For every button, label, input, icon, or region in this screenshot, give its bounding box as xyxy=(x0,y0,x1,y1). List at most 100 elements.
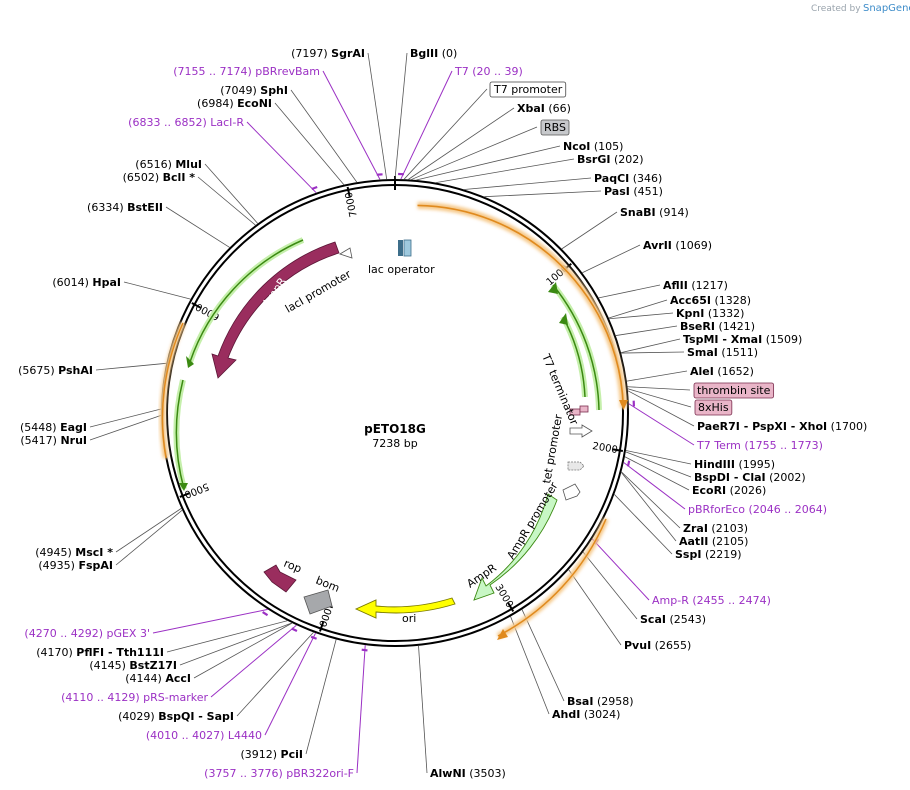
enzyme-label: PasI (451) xyxy=(604,185,663,198)
enzyme-name: HindIII xyxy=(694,458,735,471)
site-ncoi: NcoI (105) xyxy=(563,140,623,153)
enzyme-name: MscI * xyxy=(75,546,113,559)
site-box xyxy=(540,119,570,136)
tick-label: 7000 xyxy=(344,191,360,218)
enzyme-position: (2958) xyxy=(597,695,634,708)
backbone-outer xyxy=(161,179,629,647)
leader-line xyxy=(408,107,515,180)
enzyme-position: (3024) xyxy=(584,708,621,721)
enzyme-position: (4945) xyxy=(35,546,72,559)
site-box-label: thrombin site xyxy=(697,384,771,397)
orf-green-left-2 xyxy=(175,379,185,490)
enzyme-name: AleI xyxy=(690,365,714,378)
leader-line xyxy=(624,456,690,491)
enzyme-position: (1332) xyxy=(708,307,745,320)
orf-arrow-right xyxy=(417,204,625,408)
leader-line xyxy=(626,370,688,382)
site-bglii: BglII (0) xyxy=(410,47,457,60)
tick-label: 3000 xyxy=(492,582,514,609)
site-bcli: (6502) BclI * xyxy=(123,171,196,184)
leader-line xyxy=(625,451,692,478)
orf-green-left-2-head xyxy=(179,483,188,491)
leader-lines xyxy=(89,52,695,774)
site-box xyxy=(694,399,733,416)
leader-line xyxy=(621,471,681,529)
enzyme-name: AlwNI xyxy=(430,767,466,780)
site-pbrrevbam: (7155 .. 7174) pBRrevBam xyxy=(173,65,320,78)
site-kpni: KpnI (1332) xyxy=(676,307,744,320)
enzyme-position: (105) xyxy=(594,140,624,153)
site-pflfi-tth111i: (4170) PflFI - Tth111I xyxy=(36,646,164,659)
enzyme-name: FspAI xyxy=(78,559,113,572)
enzyme-name: AhdI xyxy=(552,708,580,721)
enzyme-label: PaeR7I - PspXI - XhoI (1700) xyxy=(697,420,867,433)
enzyme-position: (6334) xyxy=(87,201,124,214)
site-snabi: SnaBI (914) xyxy=(620,206,689,219)
site-bsai: BsaI (2958) xyxy=(567,695,634,708)
leader-line xyxy=(591,538,650,601)
enzyme-position: (7049) xyxy=(220,84,257,97)
enzyme-label: BglII (0) xyxy=(410,47,457,60)
leader-line xyxy=(123,281,191,300)
site-aatii: AatII (2105) xyxy=(679,535,748,548)
site-box-label: T7 promoter xyxy=(493,83,563,96)
enzyme-position: (2655) xyxy=(655,639,692,652)
site-mlui: (6516) MluI xyxy=(135,158,202,171)
enzyme-name: EcoNI xyxy=(237,97,272,110)
primer-label: T7 (20 .. 39) xyxy=(454,65,523,78)
enzyme-position: (2105) xyxy=(712,535,749,548)
plasmid-length: 7238 bp xyxy=(372,437,417,450)
enzyme-position: (1217) xyxy=(691,279,728,292)
orf-green-left-1-head xyxy=(186,356,194,368)
enzyme-label: (7197) SgrAI xyxy=(291,47,365,60)
enzyme-label: SmaI (1511) xyxy=(687,346,758,359)
ampR-promoter-label: AmpR promoter xyxy=(504,480,560,562)
enzyme-name: ZraI xyxy=(683,522,708,535)
enzyme-position: (1421) xyxy=(718,320,755,333)
primer-label: (4010 .. 4027) L4440 xyxy=(146,729,262,742)
site-t7-term: T7 Term (1755 .. 1773) xyxy=(696,439,823,452)
leader-line xyxy=(484,190,602,198)
enzyme-label: (6984) EcoNI xyxy=(197,97,272,110)
leader-line xyxy=(394,52,408,180)
site-ecori: EcoRI (2026) xyxy=(692,484,766,497)
enzyme-position: (6502) xyxy=(123,171,160,184)
enzyme-label: (5675) PshAI xyxy=(18,364,93,377)
site-pgex-3: (4270 .. 4292) pGEX 3' xyxy=(24,627,150,640)
enzyme-position: (1652) xyxy=(717,365,754,378)
site-l4440: (4010 .. 4027) L4440 xyxy=(146,729,262,742)
enzyme-name: SgrAI xyxy=(331,47,365,60)
orf-lower-right-head xyxy=(497,629,508,640)
enzyme-name: KpnI xyxy=(676,307,704,320)
primer-mark xyxy=(361,648,368,652)
site-pcii: (3912) PciI xyxy=(240,748,303,761)
site-rbs: RBS xyxy=(540,119,570,136)
leader-line xyxy=(621,351,685,354)
backbone-inner xyxy=(166,184,624,642)
enzyme-name: EcoRI xyxy=(692,484,726,497)
leader-line xyxy=(322,70,381,180)
site-t7-promoter: T7 promoter xyxy=(489,81,567,98)
enzyme-position: (1509) xyxy=(766,333,803,346)
lac-operator-label: lac operator xyxy=(368,263,435,276)
leader-line xyxy=(416,145,561,181)
site-alwni: AlwNI (3503) xyxy=(430,767,506,780)
site-hindiii: HindIII (1995) xyxy=(694,458,775,471)
enzyme-position: (66) xyxy=(548,102,571,115)
enzyme-position: (914) xyxy=(659,206,689,219)
tick-mark xyxy=(191,302,202,309)
primer-label: (4270 .. 4292) pGEX 3' xyxy=(24,627,150,640)
site-bsrgi: BsrGI (202) xyxy=(577,153,644,166)
lac-operator-mark-2 xyxy=(403,239,412,257)
site-scai: ScaI (2543) xyxy=(640,613,706,626)
primer-mark xyxy=(291,627,298,632)
enzyme-name: PaeR7I - PspXI - XhoI xyxy=(697,420,827,433)
tag-mark-2 xyxy=(579,405,589,413)
t7-terminator-arrow xyxy=(569,424,593,438)
tick-label: 2000 xyxy=(592,441,619,456)
site-hpai: (6014) HpaI xyxy=(52,276,121,289)
ampR-promoter-arrow xyxy=(562,483,581,501)
enzyme-position: (7197) xyxy=(291,47,328,60)
enzyme-label: BsrGI (202) xyxy=(577,153,644,166)
enzyme-name: ScaI xyxy=(640,613,666,626)
